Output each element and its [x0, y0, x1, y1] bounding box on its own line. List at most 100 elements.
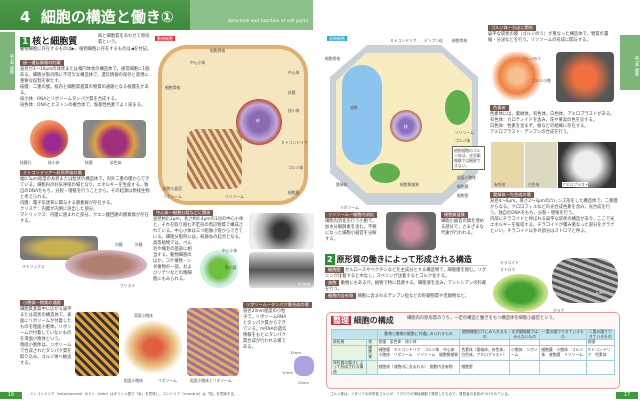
caption: 核膜 [85, 160, 93, 165]
animal-cell-tag: 動物細胞 [155, 36, 175, 41]
plastid-item: 白色体：色素を含まず，根などの組織に存在する。 [490, 124, 589, 129]
section2-item: 細胞壁 セルロースやペクチンなどを主成分とする構造物で，細胞膜を囲む。リグニンが… [325, 267, 487, 279]
section2-item: 液胞 動物にもあるが，植物で特に発達する。細胞液を含み，アントシアンの貯蔵を行う… [325, 280, 487, 292]
table-cell [539, 359, 587, 376]
table-cell: 細胞質 [366, 344, 378, 361]
cell-label: ゴルジ体 [455, 138, 471, 143]
plastid-block: 色素体 色素体には，葉緑体，有色体，白色体，アミロプラストがある。 有色体：カロ… [490, 105, 618, 136]
centrosome-block: 中心体—細胞分裂などに関係 直径約0.2μm，長さ約0.4μmの1対の中心小体と… [153, 210, 247, 283]
caption: 15nm [290, 350, 301, 355]
cell-label: 細胞骨格 [452, 38, 468, 43]
caption: 粗面小胞体 [124, 378, 143, 383]
table-row: 原形質の働きによって形成される構造細胞液（液胞内に含まれる） 細胞内含有物細胞壁 [330, 359, 616, 376]
chromoplast-photo [491, 142, 524, 188]
table-cell: ミトコンドリア 色素体 [585, 344, 616, 361]
golgi-block: ゴルジ体—分泌に関係 扁平な袋状の膜（ゴルジのう）が重なった構造体で，物質の濃縮… [488, 25, 616, 44]
nucleus-item: 核小体：RNAとリボソームタンパク質を合成する。 [20, 97, 120, 102]
caption: 1μm [595, 290, 604, 295]
lysosome-block: リソソーム—細胞内消化 細胞内消化を行う小胞で，加水分解酵素を含む。不要になった… [325, 212, 379, 243]
caption: 10nm [282, 370, 293, 375]
cell-label: 粗面小胞体 [457, 175, 476, 180]
nucleus-item: 核膜：二重の膜。核内と細胞質基質の物質の通路となる核膜孔がある。 [20, 85, 149, 96]
rough-er-micrograph [187, 308, 239, 376]
amyloplast-photo [558, 142, 616, 188]
caption: 粗面小胞体とリボソーム [190, 378, 232, 383]
caption: 核膜孔 [20, 160, 32, 165]
caption: リボソーム [158, 378, 177, 383]
chloroplast-label: 葉緑体—光合成の場 [490, 192, 534, 198]
caption: 染色体 [110, 160, 122, 165]
cell-label: デンプン粒 [424, 38, 443, 43]
table-cell: 細胞液（液胞内に含まれる） 細胞内含有物 [376, 359, 461, 376]
caption: 核小体 [48, 160, 60, 165]
english-title: structure and function of cell part1 [228, 19, 309, 24]
centrosome-micrograph [249, 213, 314, 249]
plastid-item: アミロプラスト：デンプンの合成を行う。 [490, 130, 572, 135]
lysosome-micrograph [386, 212, 436, 250]
er-micrograph [75, 312, 119, 376]
table-cell: 色素体（葉緑体，有色体，白色体，アミロプラスト） [459, 344, 511, 361]
legend-note: 動物細胞に存在するものは▶，植物細胞に存在するものは◀を付記。 [20, 47, 152, 52]
summary-heading: 整理 細胞の構成 [331, 316, 394, 325]
cell-label: 核膜 [288, 90, 296, 95]
table-header: 二重の膜でできているもの [585, 328, 616, 341]
caption: ストロマ [500, 267, 516, 272]
nucleus-label: 核—遺伝情報の貯蔵 [20, 60, 64, 66]
mito-block: ミトコンドリア—好気呼吸の場 幅0.5μm程度の糸状または粒状の構造体で，内外二… [20, 170, 152, 225]
footer-note-right: ゴルジ体は，イタリアの科学者ゴルジが，フクロウの神経細胞で発見したもので，発見者… [330, 392, 512, 396]
cell-label: 細胞質基質 [400, 182, 419, 187]
ribosome-label: リボソーム—タンパク質合成の場 [243, 302, 312, 308]
animal-cell-diagram [158, 45, 308, 205]
mito-item: クリステ：内膜が内側に突出した部分。 [20, 207, 98, 212]
cell-label: 核 [404, 124, 408, 129]
er-illustration [123, 320, 183, 374]
cell-label: 核小体 [288, 108, 300, 113]
table-cell [330, 344, 368, 361]
table-cell: 小胞体 リボソーム [509, 344, 541, 361]
summary-note: 細胞内の原形質のうち，一定の構造と働きをもつ構造体を細胞小器官という。 [407, 316, 557, 321]
mito-item: マトリックス：内膜に囲まれた部分。クエン酸回路の酵素群が存在する。 [20, 213, 149, 224]
nucleus-micrograph [83, 120, 146, 158]
chloroplast-body2: 内部にチラコイドと呼ばれる扁平な袋状の構造があり，ここで光エネルギーを吸収する。… [490, 217, 615, 234]
golgi-micrograph [556, 52, 614, 102]
caption: 外膜 [135, 242, 143, 247]
cytosol-body: 細胞小器官の間を埋める部分で，さまざまな代謝が行われる。 [441, 219, 484, 236]
caption: チラコイド [500, 260, 519, 265]
chapter-tab-right[interactable]: 第1章 細胞 [620, 35, 640, 90]
table-cell: 原形質の働きによって形成される構造 [330, 359, 368, 376]
caption: アミロプラスト [562, 182, 589, 187]
cell-label: リソソーム [225, 194, 244, 199]
table-header: 光学顕微鏡ではみえないもの [509, 328, 541, 341]
plastid-body: 色素体には，葉緑体，有色体，白色体，アミロプラストがある。 [490, 112, 615, 117]
table-header: 動物と植物の細胞に共通にみられるもの [376, 328, 461, 341]
table-cell: 細胞膜 ミトコンドリア ゴルジ体 中心体 小胞体 リボソーム リソソーム 細胞質… [376, 344, 461, 361]
caption: グラナ [553, 308, 565, 313]
table-header [331, 328, 378, 341]
centriole-illustration [200, 250, 238, 288]
table-cell: 細胞膜 小胞体 ゴルジ体 液胞膜 リソソーム [539, 344, 587, 361]
cell-label: リソソーム [455, 130, 474, 135]
ribosome-block: リボソーム—タンパク質合成の場 直径20nm程度の小粒子で，リボソームRNAとタ… [243, 302, 315, 351]
mito-item: 内膜：電子伝達系に関与する酵素群が存在する。 [20, 201, 115, 206]
table-header: 一重の膜でできているもの [539, 328, 587, 341]
ribosome-illustration [294, 356, 314, 376]
cell-label: 葉緑体 [336, 182, 348, 187]
er-shape [187, 129, 242, 189]
chapter-tab-left[interactable]: 第1章 細胞 [0, 32, 15, 90]
table-cell [509, 359, 541, 376]
plant-nucleus-shape [390, 110, 422, 142]
cell-label: 細胞骨格 [165, 85, 181, 90]
chloroplast-body: 直径4～6μm，厚さ2～3μmの凸レンズ形をした構造体で，二重膜からなる。クロロ… [490, 199, 618, 216]
leucoplast-photo [525, 142, 557, 188]
golgi-body: 扁平な袋状の膜（ゴルジのう）が重なった構造体で，物質の濃縮・分泌などを行う。リソ… [488, 32, 609, 43]
cell-label: 中心小体 [190, 60, 206, 65]
mito-label: ミトコンドリア—好気呼吸の場 [20, 170, 85, 176]
mito-illustration [65, 250, 147, 280]
cell-label: 中心体 [288, 70, 300, 75]
caption: 白色体 [528, 182, 540, 187]
cell-label: 液胞 [350, 105, 358, 110]
caption: 内膜 [115, 242, 123, 247]
header-band [0, 0, 190, 30]
caption: 有色体 [494, 182, 506, 187]
